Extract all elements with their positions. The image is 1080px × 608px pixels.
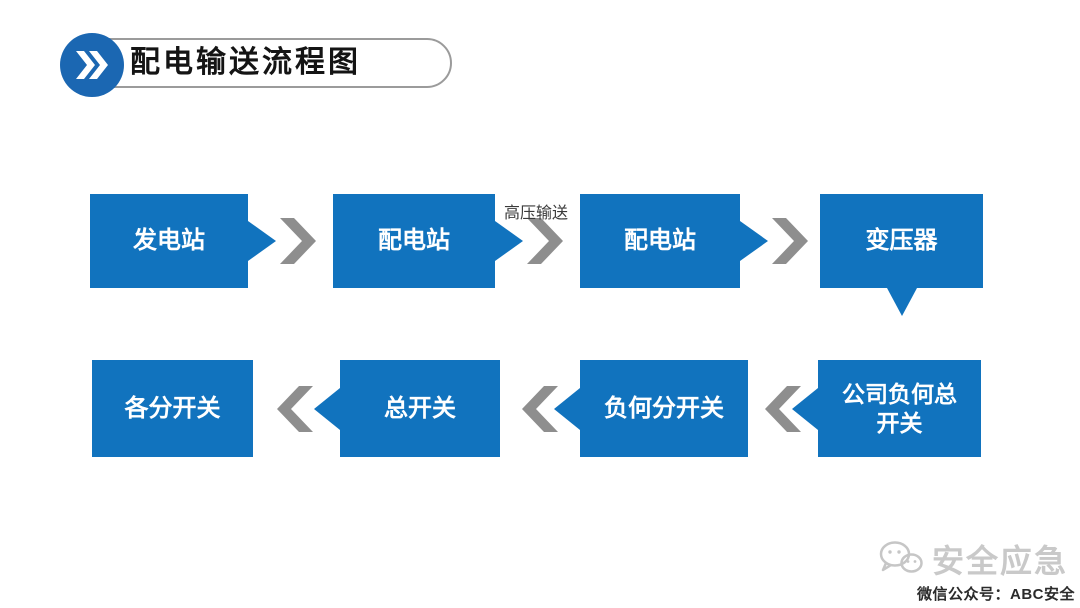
arrow-left-icon <box>277 386 313 432</box>
flow-node-label: 负何分开关 <box>604 394 724 422</box>
flow-node-power-station: 发电站 <box>90 194 276 288</box>
footer-caption: 微信公众号：ABC安全 <box>917 586 1075 603</box>
arrow-right-icon <box>527 218 563 264</box>
node-pointer-left <box>554 387 580 430</box>
title-pill <box>76 38 452 88</box>
page-title: 配电输送流程图 <box>130 46 361 79</box>
flow-node-label: 各分开关 <box>124 394 221 422</box>
wechat-icon <box>879 541 923 573</box>
flow-node-label: 配电站 <box>378 227 450 254</box>
brand-name: 安全应急 <box>932 543 1069 579</box>
connector-label: 高压输送 <box>503 205 568 222</box>
node-pointer-down <box>886 288 917 316</box>
flow-node-load-branch-switch: 负何分开关 <box>554 360 748 457</box>
arrow-left-icon <box>522 386 558 432</box>
flow-node-label: 配电站 <box>624 227 696 254</box>
flow-node-transformer: 变压器 <box>820 194 983 316</box>
double-chevron-right-icon <box>60 33 124 97</box>
node-pointer-right <box>740 221 768 261</box>
arrow-right-icon <box>280 218 316 264</box>
flow-node-label: 公司负何总开关 <box>842 380 957 436</box>
flow-node-label: 变压器 <box>865 227 938 254</box>
flow-node-label: 总开关 <box>384 394 456 422</box>
flow-node-distribution-station-1: 配电站 <box>333 194 523 288</box>
flow-node-branch-switches: 各分开关 <box>92 360 253 457</box>
arrow-left-icon <box>765 386 801 432</box>
flow-node-label: 发电站 <box>133 227 205 254</box>
flow-node-distribution-station-2: 配电站 <box>580 194 768 288</box>
flow-node-main-switch: 总开关 <box>314 360 500 457</box>
node-pointer-right <box>248 221 276 261</box>
footer-watermark: 安全应急 <box>878 536 1068 582</box>
flow-node-company-load-main-switch: 公司负何总开关 <box>792 360 981 457</box>
node-pointer-right <box>495 221 523 261</box>
node-pointer-left <box>792 387 818 430</box>
node-pointer-left <box>314 387 340 430</box>
arrow-right-icon <box>772 218 808 264</box>
